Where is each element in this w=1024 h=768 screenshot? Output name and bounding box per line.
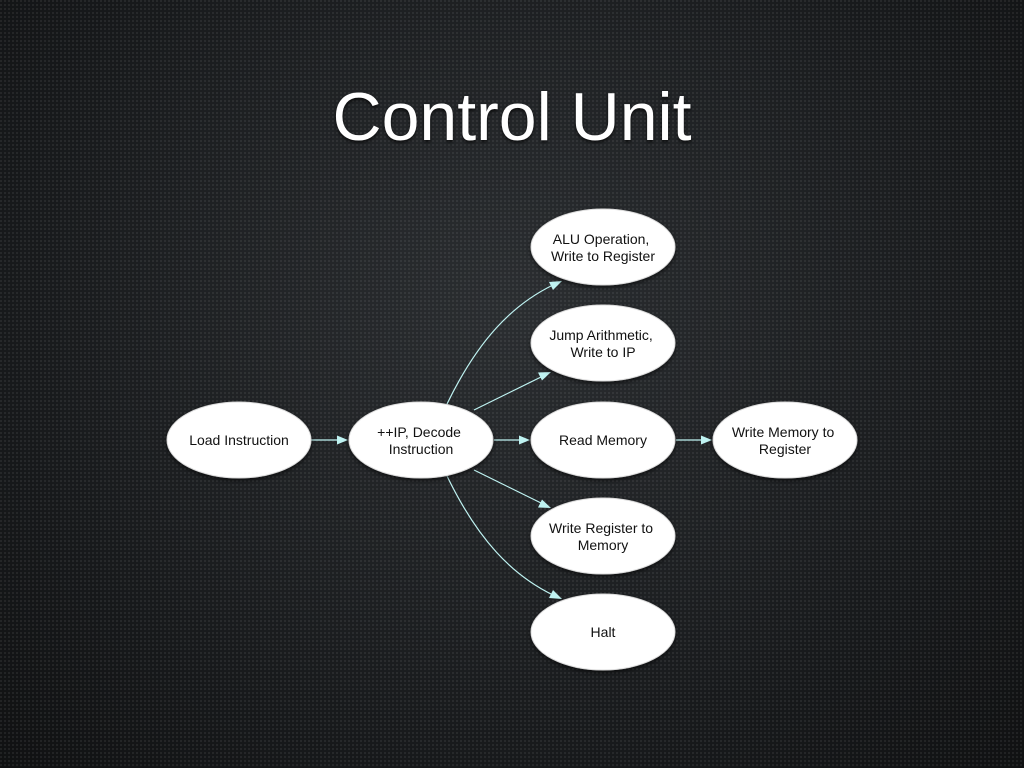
node-label-line: Write to IP <box>570 344 635 360</box>
node-label-line: Write Register to <box>549 520 653 536</box>
svg-text:Halt: Halt <box>591 624 616 640</box>
node-label-line: Read Memory <box>559 432 647 448</box>
svg-text:ALU Operation, Write to: ALU Operation, Write to Register <box>551 231 655 264</box>
node-label-line: Instruction <box>389 441 454 457</box>
slide-title: Control Unit <box>332 79 692 155</box>
node-label-line: Jump Arithmetic, <box>549 327 652 343</box>
arrowhead-decode-to-halt <box>549 590 562 599</box>
arrowhead-decode-to-read <box>519 435 530 445</box>
node-alu-operation: ALU Operation, Write to Register <box>530 208 676 286</box>
arrowhead-decode-to-jump <box>538 372 551 381</box>
edge-decode-to-jump <box>473 376 542 411</box>
node-label-line: Halt <box>591 624 616 640</box>
svg-text:Write Memory to Register: Write Memory to Register <box>732 424 838 457</box>
svg-text:Jump Arithmetic, Write t: Jump Arithmetic, Write to IP <box>549 327 656 360</box>
node-label-line: Memory <box>578 537 629 553</box>
edges <box>311 281 712 599</box>
node-label-line: ALU Operation, <box>553 231 650 247</box>
edge-decode-to-alu <box>446 284 554 405</box>
node-load-instruction: Load Instruction <box>166 401 312 479</box>
edge-decode-to-halt <box>446 475 554 596</box>
arrowhead-decode-to-writereg <box>538 499 551 508</box>
node-decode-instruction: ++IP, Decode Instruction <box>348 401 494 479</box>
node-label-line: Register <box>759 441 811 457</box>
node-label-line: Write to Register <box>551 248 655 264</box>
node-label-line: Write Memory to <box>732 424 835 440</box>
arrowhead-load-to-decode <box>337 435 348 445</box>
node-write-register-to-memory: Write Register to Memory <box>530 497 676 575</box>
arrowhead-read-to-writemem <box>701 435 712 445</box>
svg-text:Write Register to Memory: Write Register to Memory <box>549 520 657 553</box>
node-halt: Halt <box>530 593 676 671</box>
node-write-memory-to-register: Write Memory to Register <box>712 401 858 479</box>
node-label-line: ++IP, Decode <box>377 424 461 440</box>
node-jump-arithmetic: Jump Arithmetic, Write to IP <box>530 304 676 382</box>
svg-text:Read Memory: Read Memory <box>559 432 647 448</box>
arrowhead-decode-to-alu <box>549 281 562 290</box>
svg-text:++IP, Decode Instruction: ++IP, Decode Instruction <box>377 424 465 457</box>
node-label-line: Load Instruction <box>189 432 289 448</box>
edge-decode-to-writereg <box>473 469 542 504</box>
node-read-memory: Read Memory <box>530 401 676 479</box>
svg-text:Load Instruction: Load Instruction <box>189 432 289 448</box>
